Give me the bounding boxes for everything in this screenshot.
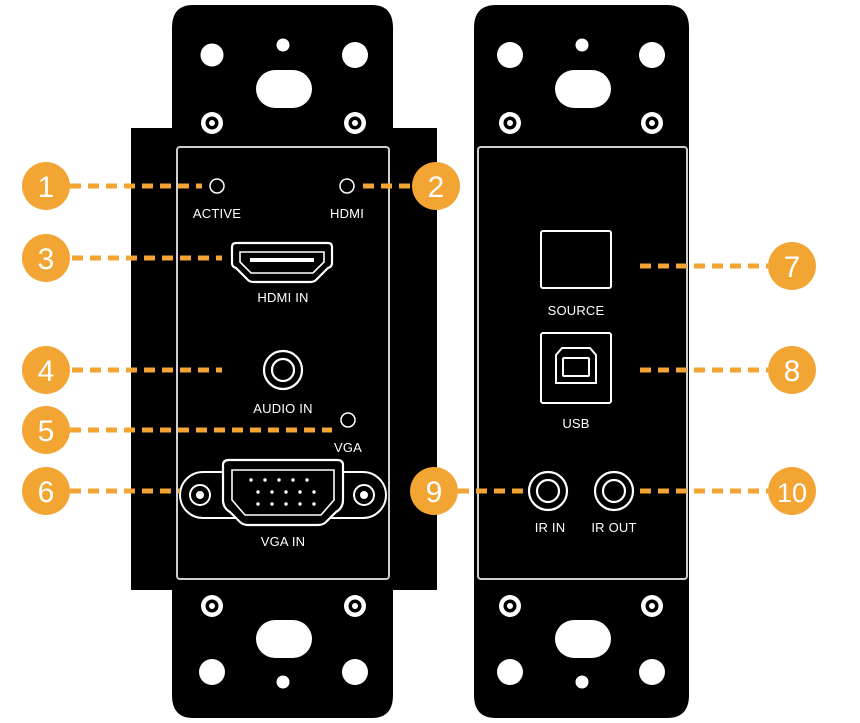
screw-hole: [197, 40, 227, 70]
screw-hole: [575, 38, 589, 52]
callout-1: 1: [22, 162, 70, 210]
callout-leaders: [70, 183, 768, 494]
audio-jack-icon: [262, 349, 304, 391]
source-label: SOURCE: [548, 303, 605, 318]
right-panel-ports: SOURCE USB IR IN IR OUT: [527, 230, 636, 535]
hdmi-led-icon: [339, 178, 355, 194]
vga-in-label: VGA IN: [261, 534, 306, 549]
callout-2: 2: [412, 162, 460, 210]
hdmi-port-icon: [230, 241, 334, 284]
vga-led-icon: [340, 412, 356, 428]
callout-number: 7: [784, 251, 801, 284]
callout-8: 8: [768, 346, 816, 394]
screw-hole: [575, 675, 589, 689]
callout-number: 5: [38, 415, 55, 448]
screw-hole: [497, 659, 523, 685]
screw-hole: [199, 659, 225, 685]
screw-hole: [276, 675, 290, 689]
ir-in-jack-icon: [527, 470, 569, 512]
ir-in-label: IR IN: [535, 520, 566, 535]
callout-number: 10: [777, 478, 807, 508]
hdmi-led-label: HDMI: [330, 206, 364, 221]
callout-number: 2: [428, 171, 445, 204]
screw-hole: [276, 38, 290, 52]
screw-hole: [342, 659, 368, 685]
callout-number: 9: [426, 476, 443, 509]
callout-3: 3: [22, 234, 70, 282]
callout-number: 1: [38, 171, 55, 204]
callout-number: 8: [784, 355, 801, 388]
vga-led-label: VGA: [334, 440, 362, 455]
screw-hole: [342, 42, 368, 68]
callout-7: 7: [768, 242, 816, 290]
screw-hole: [639, 659, 665, 685]
active-led-icon: [209, 178, 225, 194]
usb-port-icon: [540, 332, 612, 404]
source-button-icon: [540, 230, 612, 289]
ir-out-label: IR OUT: [591, 520, 636, 535]
mounting-slot: [256, 70, 312, 108]
hdmi-in-label: HDMI IN: [257, 290, 308, 305]
callout-number: 4: [38, 355, 55, 388]
audio-in-label: AUDIO IN: [253, 401, 312, 416]
usb-label: USB: [562, 416, 589, 431]
callout-9: 9: [410, 467, 458, 515]
left-panel-ports: ACTIVE HDMI HDMI IN AUDIO IN VGA: [179, 178, 387, 549]
ir-out-jack-icon: [593, 470, 635, 512]
callout-10: 10: [768, 467, 816, 515]
callout-5: 5: [22, 406, 70, 454]
callout-number: 3: [38, 243, 55, 276]
callout-number: 6: [38, 476, 55, 509]
callout-4: 4: [22, 346, 70, 394]
callout-6: 6: [22, 467, 70, 515]
screw-hole: [497, 42, 523, 68]
active-label: ACTIVE: [193, 206, 241, 221]
mounting-slot: [555, 70, 611, 108]
mounting-slot: [256, 620, 312, 658]
vga-port-icon: [179, 458, 387, 527]
mounting-slot: [555, 620, 611, 658]
screw-hole: [639, 42, 665, 68]
callout-markers: 1 2 3 4 5 6 7 8: [22, 162, 816, 515]
